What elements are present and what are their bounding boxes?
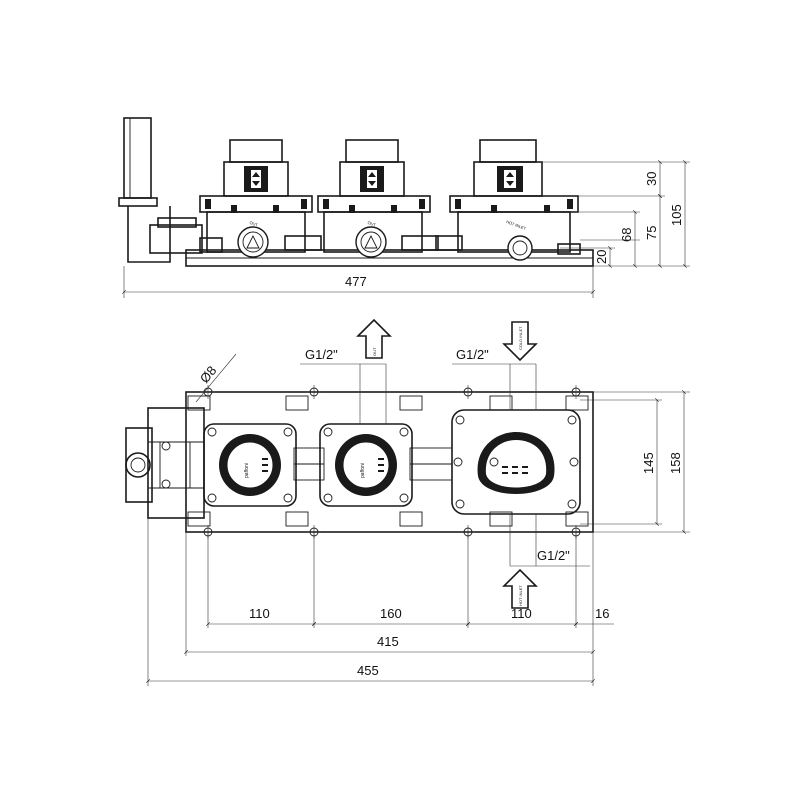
- side-tube: [123, 117, 152, 199]
- thread-hot: G1/2": [537, 548, 570, 563]
- dim-20: 20: [594, 250, 609, 264]
- plan-dimensions: 110 160 110 16 415 455: [148, 518, 614, 686]
- dim-75: 75: [644, 226, 659, 240]
- dim-110-b: 110: [511, 606, 532, 621]
- side-valve-1: OUT: [199, 139, 313, 258]
- side-label-hot-inlet: HOT INLET: [506, 219, 528, 231]
- dim-110-a: 110: [249, 606, 270, 621]
- dim-30: 30: [644, 172, 659, 186]
- plan-left-knob: [125, 452, 151, 478]
- plan-valve-module-2: paffoni: [319, 423, 413, 507]
- side-label-out-2: OUT: [367, 220, 377, 228]
- side-dimensions: 477 30 105 75 68 20: [124, 162, 690, 298]
- dim-68: 68: [619, 228, 634, 242]
- brand-label-2: paffoni: [360, 463, 366, 478]
- side-valve-3: HOT INLET: [449, 139, 579, 261]
- plan-left-clamp: [147, 407, 205, 519]
- arrow-hot-inlet: HOT INLET: [502, 568, 538, 609]
- plan-valve-module-3: [451, 409, 581, 515]
- thread-out: G1/2": [305, 347, 338, 362]
- dim-160: 160: [380, 606, 402, 621]
- side-bracket: [127, 206, 171, 263]
- side-view: OUT OUT: [118, 117, 690, 298]
- svg-text:COLD INLET: COLD INLET: [518, 326, 523, 350]
- arrow-cold-inlet: COLD INLET: [502, 321, 538, 362]
- dim-145: 145: [641, 452, 656, 474]
- brand-label-1: paffoni: [244, 463, 250, 478]
- thread-cold: G1/2": [456, 347, 489, 362]
- side-label-out-1: OUT: [249, 220, 259, 228]
- dim-16: 16: [595, 606, 609, 621]
- arrow-out: OUT: [356, 318, 392, 359]
- dim-415: 415: [377, 634, 399, 649]
- plan-valve-module-1: paffoni: [203, 423, 297, 507]
- dim-477: 477: [345, 274, 367, 289]
- plan-view: paffoni paffoni OUT: [125, 318, 690, 686]
- svg-text:HOT INLET: HOT INLET: [518, 585, 523, 606]
- side-valve-2: OUT: [317, 139, 431, 258]
- dim-105: 105: [669, 204, 684, 226]
- dim-diameter-8: Ø8: [197, 363, 220, 386]
- plan-base-plate: [185, 391, 594, 533]
- svg-text:OUT: OUT: [372, 347, 377, 356]
- dim-158: 158: [668, 452, 683, 474]
- dim-455: 455: [357, 663, 379, 678]
